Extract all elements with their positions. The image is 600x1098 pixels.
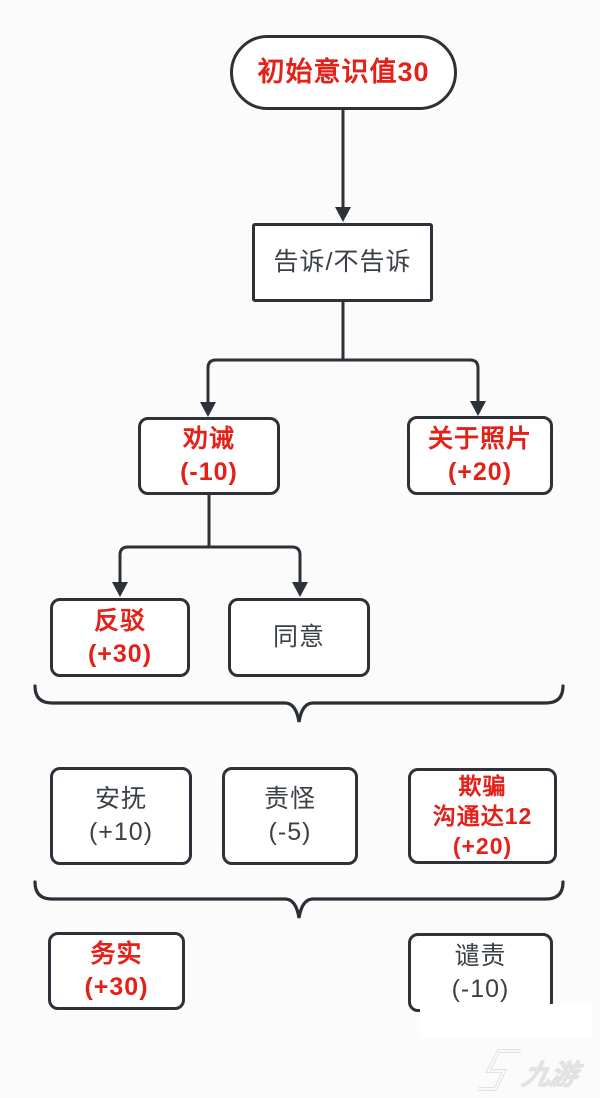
node-refute: 反驳 (+30) — [50, 598, 190, 677]
node-label: 责怪 — [263, 785, 316, 813]
node-label: 安抚 — [94, 785, 147, 813]
node-value: (-10) — [451, 974, 510, 1003]
node-label: 同意 — [272, 623, 325, 651]
node-label: 务实 — [90, 940, 143, 968]
node-persuade: 劝诫 (-10) — [138, 417, 280, 495]
arrowhead-refute — [112, 582, 128, 597]
node-label: 初始意识值30 — [257, 57, 430, 87]
node-soothe: 安抚 (+10) — [50, 767, 192, 865]
node-label: 关于照片 — [427, 424, 532, 453]
jiuyou-logo-icon-inner — [478, 1050, 521, 1090]
arrowhead-agree — [292, 582, 308, 597]
section-brace-bottom — [33, 880, 565, 919]
node-value: (+20) — [452, 833, 513, 859]
node-value: (-10) — [180, 458, 238, 486]
arrowhead-about-photo — [470, 401, 486, 416]
node-detail: 沟通达12 — [432, 803, 533, 829]
node-label: 欺骗 — [458, 773, 507, 799]
node-condemn: 谴责 (-10) — [408, 933, 553, 1012]
arrowhead-tell — [335, 207, 351, 222]
node-about-photo: 关于照片 (+20) — [407, 416, 553, 495]
node-value: (+10) — [88, 818, 154, 846]
node-value: (-5) — [268, 818, 312, 846]
node-tell-or-not: 告诉/不告诉 — [252, 223, 433, 302]
branch-tell-children — [206, 358, 480, 404]
node-label: 告诉/不告诉 — [273, 248, 412, 276]
node-label: 谴责 — [454, 941, 507, 970]
node-initial-awareness: 初始意识值30 — [230, 35, 457, 110]
node-value: (+30) — [87, 639, 153, 668]
node-label: 劝诫 — [182, 425, 235, 453]
node-label: 反驳 — [93, 606, 146, 635]
node-blame: 责怪 (-5) — [222, 767, 358, 865]
node-value: (+30) — [84, 973, 149, 1001]
node-pragmatic: 务实 (+30) — [48, 932, 185, 1010]
jiuyou-watermark-text: 九游 — [519, 1059, 585, 1090]
jiuyou-watermark: 九游 — [478, 1049, 586, 1091]
section-brace-top — [33, 684, 565, 723]
branch-persuade-children — [118, 545, 302, 584]
node-agree: 同意 — [228, 598, 370, 677]
jiuyou-logo-icon — [478, 1049, 521, 1091]
node-value: (+20) — [447, 457, 513, 486]
arrowheads — [112, 207, 486, 597]
white-overlay-patch — [420, 1004, 592, 1038]
node-deceive: 欺骗 沟通达12 (+20) — [408, 768, 557, 864]
arrowhead-persuade — [200, 402, 216, 417]
